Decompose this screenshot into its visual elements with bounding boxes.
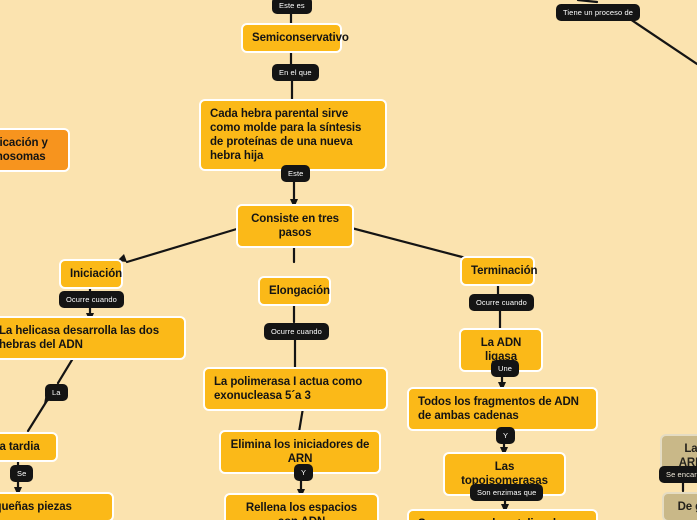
node-todos-los-fragmentos[interactable]: Todos los fragmentos de ADN de ambas cad… <box>407 387 598 431</box>
edge-trespasos-terminacion <box>338 223 468 260</box>
node-rellena-los-espacios-con-adn[interactable]: Rellena los espacios con ADN <box>224 493 379 520</box>
connector-label-este[interactable]: Este <box>281 165 311 182</box>
connector-label-tiene-un-proceso-de[interactable]: Tiene un proceso de <box>556 4 641 21</box>
connector-label-ocurre-cuando-elongacion[interactable]: Ocurre cuando <box>264 323 329 340</box>
connector-label-la[interactable]: La <box>45 384 68 401</box>
edge-tieneproceso-diagonal <box>622 13 697 66</box>
connector-label-son-enzimas-que[interactable]: Son enzimas que <box>470 484 544 501</box>
connector-label-se[interactable]: Se <box>10 465 34 482</box>
node-hebra-tardia[interactable]: hebra tardia <box>0 432 58 462</box>
node-de-pequenas-piezas[interactable]: de pequeñas piezas <box>0 492 114 520</box>
connector-label-en-el-que[interactable]: En el que <box>272 64 319 81</box>
connector-label-ocurre-cuando-iniciacion[interactable]: Ocurre cuando <box>59 291 124 308</box>
connector-label-ocurre-cuando-terminacion[interactable]: Ocurre cuando <box>469 294 534 311</box>
connector-label-une[interactable]: Une <box>491 360 520 377</box>
node-cada-hebra-parental[interactable]: Cada hebra parental sirve como molde par… <box>199 99 387 171</box>
connector-label-y-elongacion[interactable]: Y <box>294 464 314 481</box>
node-replicacion-y-cromosomas[interactable]: Replicación y cromosomas <box>0 128 70 172</box>
connector-label-y-terminacion[interactable]: Y <box>496 427 516 444</box>
node-la-helicasa[interactable]: La helicasa desarrolla las dos hebras de… <box>0 316 186 360</box>
edge-tieneproceso-right <box>576 0 599 4</box>
node-de-ge[interactable]: De ge <box>662 492 697 520</box>
node-consiste-en-tres-pasos[interactable]: Consiste en tres pasos <box>236 204 354 248</box>
connector-label-se-encarga[interactable]: Se encarga <box>659 466 697 483</box>
node-se-encargan-de-catalizar-la-rotura[interactable]: Se encargan de catalizar la rotura <box>407 509 598 520</box>
node-elongacion[interactable]: Elongación <box>258 276 331 306</box>
connector-label-este-es[interactable]: Este es <box>272 0 312 14</box>
edge-trespasos-iniciacion <box>125 223 252 264</box>
node-terminacion[interactable]: Terminación <box>460 256 538 286</box>
node-semiconservativo[interactable]: Semiconservativo <box>241 23 349 53</box>
node-la-polimerasa-i[interactable]: La polimerasa I actua como exonucleasa 5… <box>203 367 388 411</box>
edge-la-hebratardia <box>26 397 50 433</box>
node-iniciacion[interactable]: Iniciación <box>59 259 123 289</box>
